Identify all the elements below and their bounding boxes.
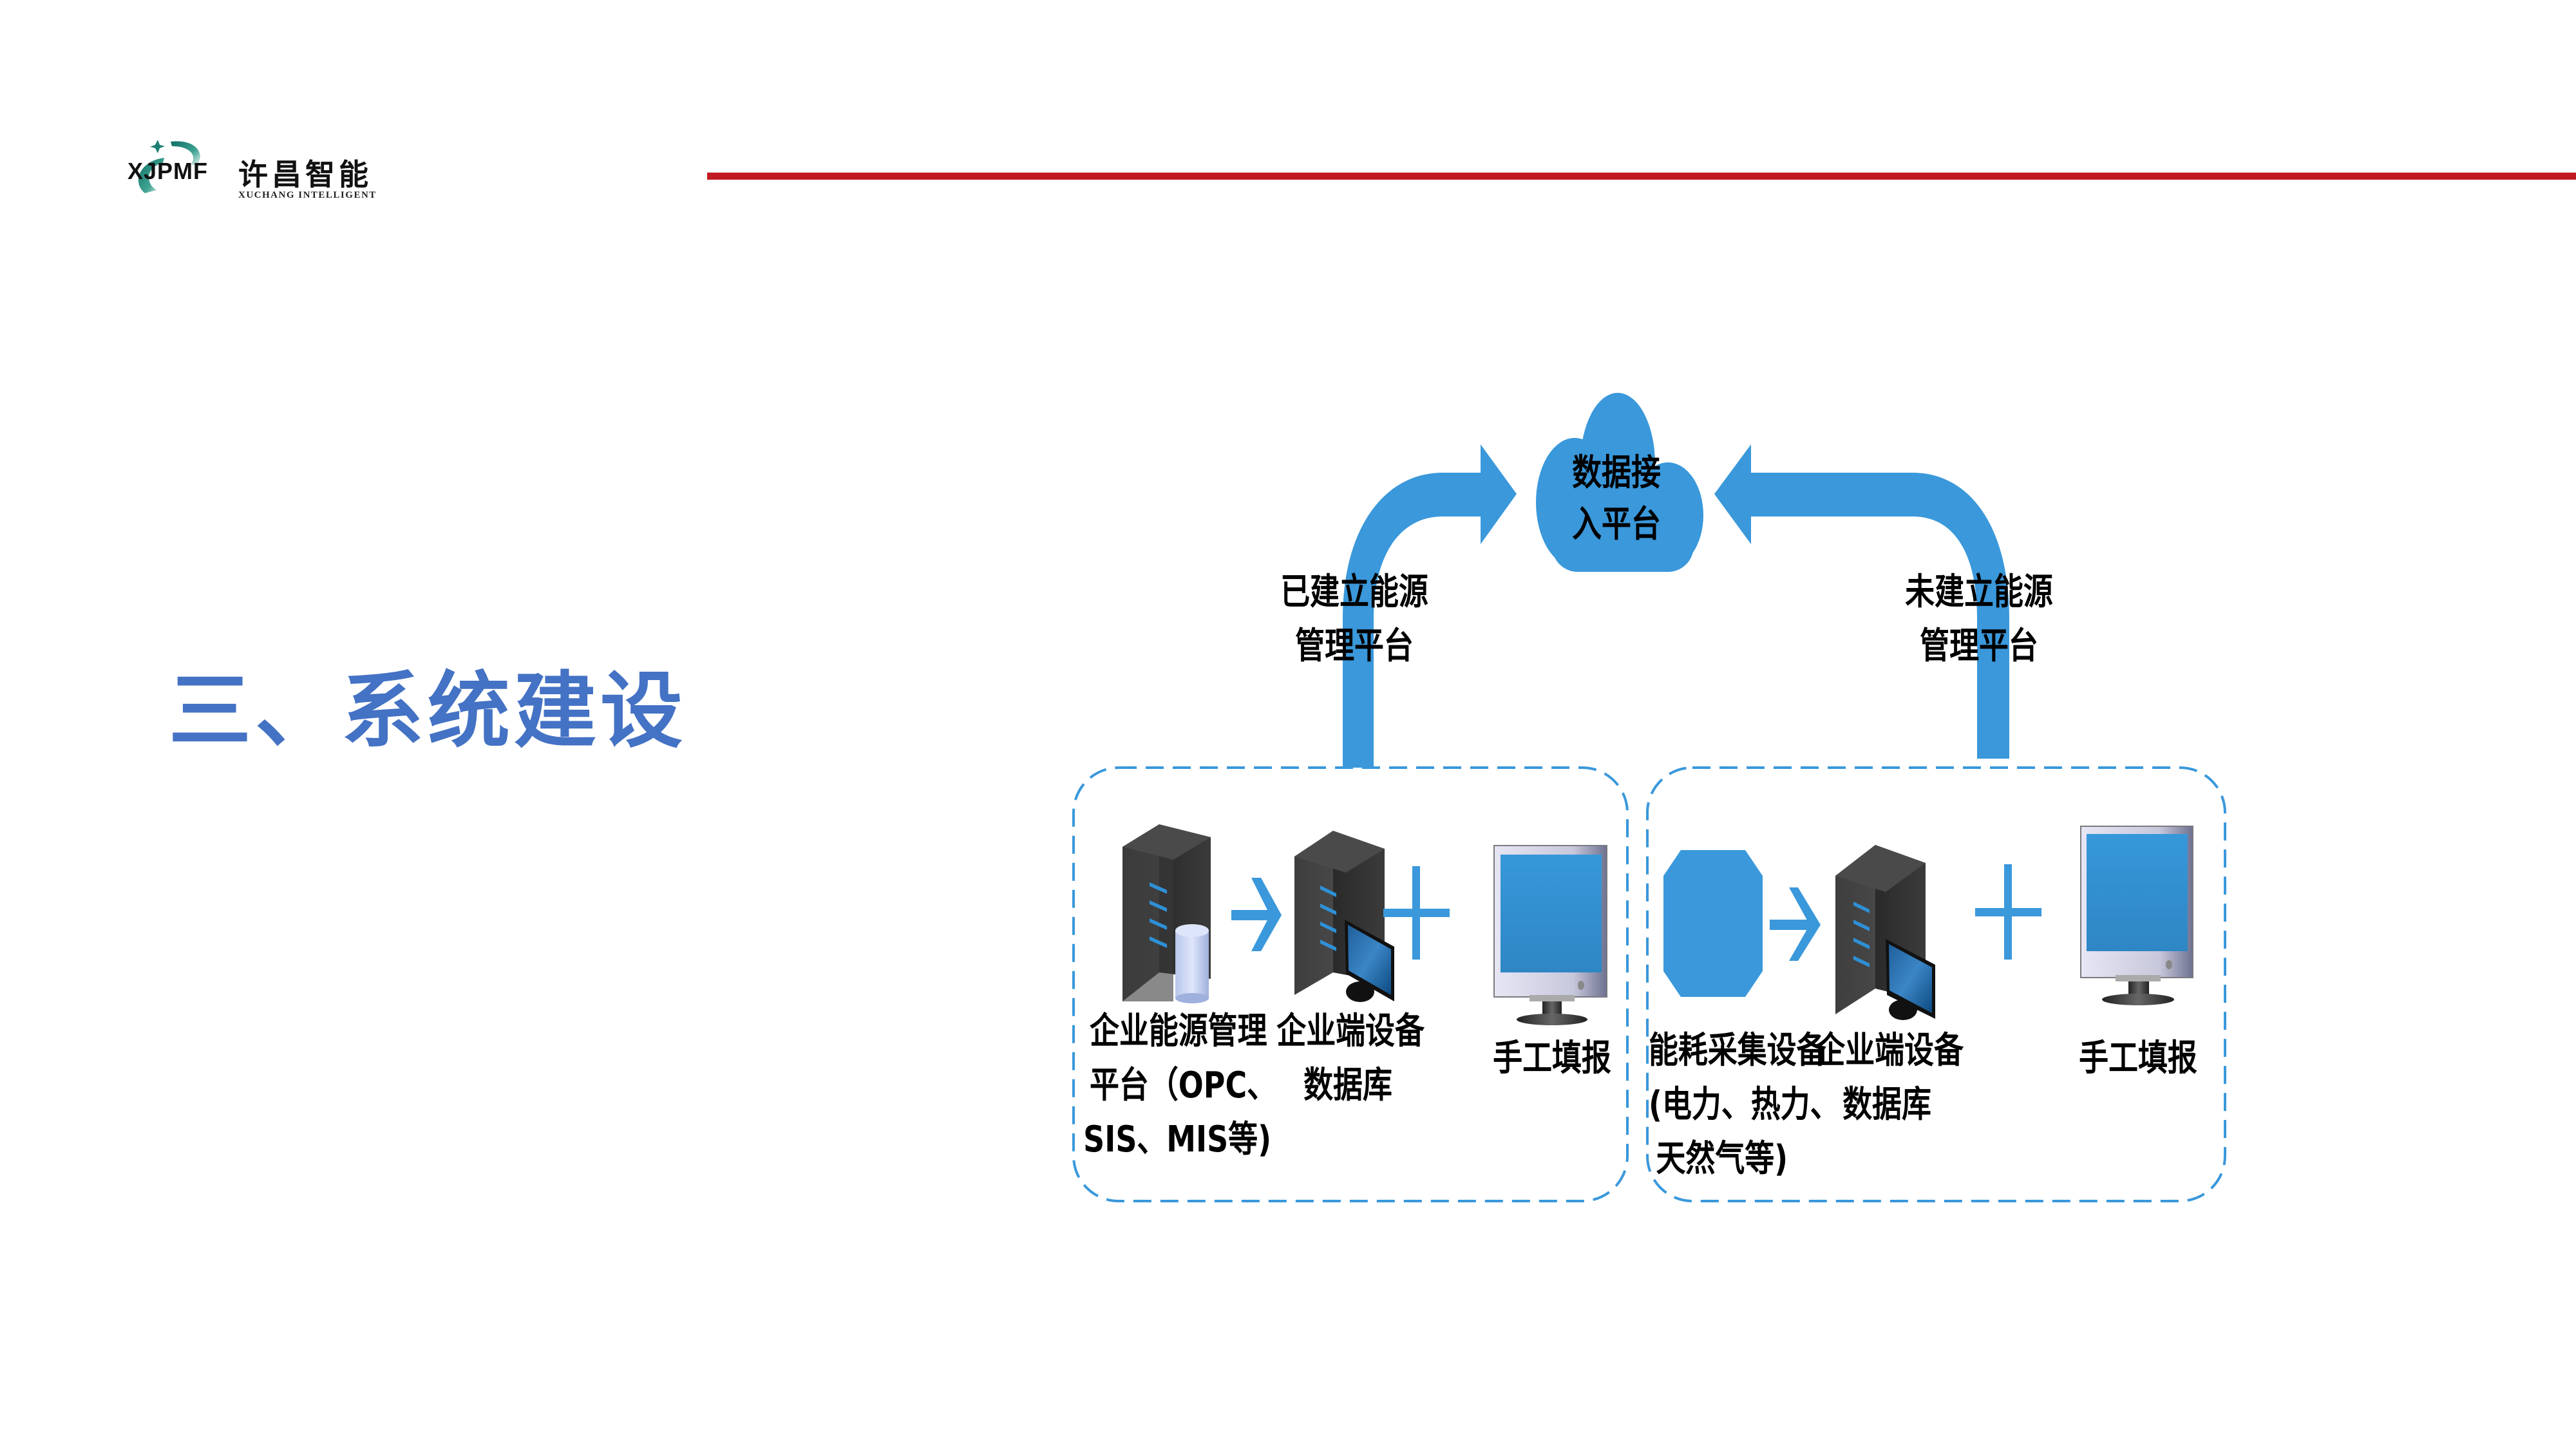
left-path-label: 已建立能源 管理平台 [1275,565,1434,674]
arrow-right-icon [1231,878,1282,951]
company-logo: XJPMF 许昌智能 XUCHANG INTELLIGENT [109,132,393,209]
label-line: 企业端设备 [1276,1010,1425,1052]
logo-name-cn: 许昌智能 [238,157,372,192]
label-line: 能耗采集设备 [1649,1030,1826,1072]
right-path-label-line1: 未建立能源 [1905,571,2053,613]
server-monitor-icon [1294,831,1394,1002]
right-item-3-label: 手工填报 [2075,1032,2202,1086]
label-line: 手工填报 [2079,1037,2197,1079]
cloud-label-line1: 数据接 [1572,452,1661,494]
label-line: 企业端设备 [1815,1030,1964,1072]
right-path-label-line2: 管理平台 [1920,625,2038,667]
right-item-2-label: 企业端设备 数据库 [1815,1024,1964,1132]
left-path-label-line2: 管理平台 [1295,625,1414,667]
label-line: 平台（OPC、 [1090,1065,1277,1106]
label-line: SIS、MIS等) [1083,1119,1272,1160]
label-line: 企业能源管理 [1090,1010,1267,1052]
arrow-right-icon [1770,887,1821,961]
bent-arrow-right [1714,444,2009,759]
right-item-1-label: 能耗采集设备 (电力、热力、 天然气等) [1649,1024,1840,1186]
logo-mark: XJPMF [128,158,209,184]
left-item-3-label: 手工填报 [1489,1032,1616,1086]
group-box-right [1646,766,2226,1202]
bent-arrow-left [1343,444,1517,768]
left-path-label-line1: 已建立能源 [1280,571,1428,613]
server-database-icon [1122,824,1211,1003]
monitor-icon [1493,845,1607,1025]
label-line: 天然气等) [1656,1138,1788,1180]
octagon-device-icon [1663,850,1763,997]
label-line: 数据库 [1303,1065,1392,1106]
plus-icon [1383,866,1450,960]
cloud-icon [1536,393,1703,572]
label-line: 数据库 [1842,1084,1931,1126]
cloud-label: 数据接 入平台 [1564,448,1669,551]
right-path-label: 未建立能源 管理平台 [1900,565,2058,674]
monitor-icon [2080,826,2193,1005]
logo-name-en: XUCHANG INTELLIGENT [238,190,377,200]
plus-icon [1975,864,2041,960]
left-item-1-label: 企业能源管理 平台（OPC、 SIS、MIS等) [1083,1005,1277,1167]
label-line: 手工填报 [1493,1037,1611,1079]
section-title: 三、系统建设 [169,663,687,759]
header-rule [707,173,2576,180]
swoosh-logo-icon [138,140,200,193]
server-monitor-icon [1835,845,1935,1020]
left-item-2-label: 企业端设备 数据库 [1276,1005,1425,1113]
label-line: (电力、热力、 [1649,1084,1840,1126]
cloud-label-line2: 入平台 [1572,504,1661,545]
